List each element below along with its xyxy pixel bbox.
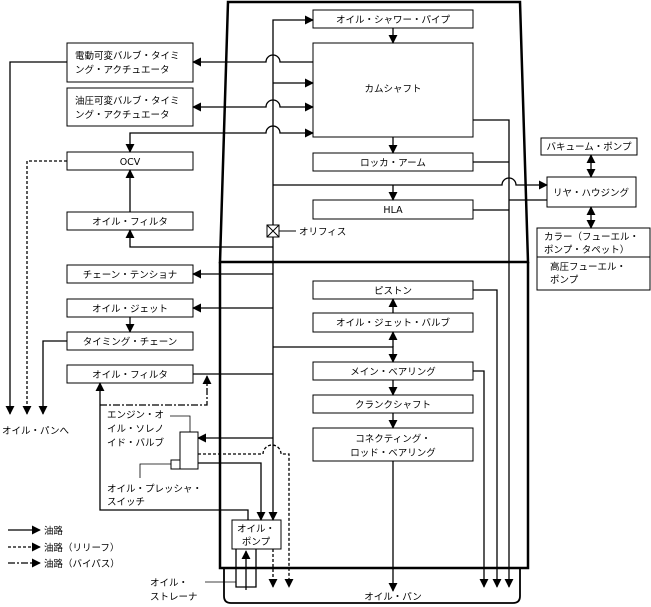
piston-box: ピストン — [312, 280, 474, 300]
oil-filter-upper-box: オイル・フィルタ — [66, 211, 194, 231]
svg-text:ング・アクチュエータ: ング・アクチュエータ — [75, 64, 170, 76]
svg-text:ポンプ: ポンプ — [550, 275, 579, 286]
svg-text:クランクシャフト: クランクシャフト — [355, 400, 431, 411]
crankshaft-box: クランクシャフト — [312, 394, 474, 414]
svg-text:オイル・シャワー・パイプ: オイル・シャワー・パイプ — [336, 15, 451, 26]
electric-vvt-box: 電動可変バルブ・タイミング・アクチュエータ — [66, 42, 194, 83]
svg-text:チェーン・テンショナ: チェーン・テンショナ — [83, 270, 178, 281]
rear-housing-box: リヤ・ハウジング — [546, 176, 637, 208]
svg-text:エンジン・オ: エンジン・オ — [107, 410, 164, 421]
timing-chain-box: タイミング・チェーン — [66, 331, 194, 351]
oil-filter-lower-box: オイル・フィルタ — [66, 364, 194, 384]
legend: 油路 油路（リリーフ） 油路（バイパス） — [8, 525, 120, 570]
svg-text:リヤ・ハウジング: リヤ・ハウジング — [553, 187, 630, 199]
svg-text:油路（リリーフ）: 油路（リリーフ） — [44, 542, 119, 554]
svg-text:メイン・ベアリング: メイン・ベアリング — [350, 366, 436, 378]
svg-text:オイル・ジェット・バルブ: オイル・ジェット・バルブ — [336, 317, 451, 329]
svg-text:オイル・ジェット: オイル・ジェット — [92, 304, 168, 315]
svg-text:オイル・: オイル・ — [237, 524, 275, 535]
orifice-label: オリフィス — [299, 227, 346, 238]
svg-text:オイル・プレッシャ・: オイル・プレッシャ・ — [107, 484, 202, 495]
main-bearing-box: メイン・ベアリング — [312, 361, 474, 381]
svg-text:油路（バイパス）: 油路（バイパス） — [44, 558, 120, 570]
oil-shower-pipe-box: オイル・シャワー・パイプ — [312, 9, 474, 29]
rocker-arm-box: ロッカ・アーム — [312, 152, 474, 172]
vacuum-pump-box: バキューム・ポンプ — [540, 137, 638, 156]
hla-box: HLA — [312, 199, 474, 220]
to-oil-pan-label: オイル・パンへ — [2, 426, 69, 437]
solenoid-valve-icon — [139, 415, 199, 478]
svg-text:スイッチ: スイッチ — [107, 497, 145, 508]
svg-text:ロッド・ベアリング: ロッド・ベアリング — [350, 447, 436, 459]
oil-pan-label: オイル・パン — [364, 592, 421, 603]
svg-text:ポンプ: ポンプ — [242, 537, 271, 548]
oil-jet-valve-box: オイル・ジェット・バルブ — [312, 312, 474, 333]
orifice-icon — [266, 224, 296, 238]
svg-text:バキューム・ポンプ: バキューム・ポンプ — [547, 142, 632, 153]
cylinder-head-frame — [218, 0, 530, 264]
hydraulic-vvt-box: 油圧可変バルブ・タイミング・アクチュエータ — [66, 87, 194, 127]
oil-pan-frame — [223, 568, 521, 604]
collar-hp-fuel-pump-box: カラー（フューエル・ポンプ・タペット） 高圧フューエル・ポンプ — [536, 227, 651, 291]
svg-text:オイル・フィルタ: オイル・フィルタ — [92, 217, 168, 228]
svg-text:ポンプ・タペット）: ポンプ・タペット） — [544, 244, 629, 256]
svg-text:オイル・: オイル・ — [150, 578, 188, 589]
svg-text:イル・ソレノ: イル・ソレノ — [107, 424, 164, 435]
svg-text:イド・バルブ: イド・バルブ — [107, 437, 165, 449]
svg-text:オイル・フィルタ: オイル・フィルタ — [92, 370, 168, 381]
ocv-box: OCV — [66, 151, 194, 171]
oil-jet-box: オイル・ジェット — [66, 298, 194, 318]
svg-text:ピストン: ピストン — [374, 286, 412, 297]
camshaft-box: カムシャフト — [312, 42, 474, 138]
svg-text:カラー（フューエル・: カラー（フューエル・ — [544, 231, 639, 243]
svg-text:ロッカ・アーム: ロッカ・アーム — [360, 158, 426, 169]
oil-pump-box: オイル・ポンプ — [231, 519, 282, 550]
cylinder-block-frame — [218, 262, 530, 570]
svg-text:油圧可変バルブ・タイミ: 油圧可変バルブ・タイミ — [75, 95, 180, 107]
strainer-label: オイル・ ストレーナ — [150, 578, 236, 603]
svg-text:電動可変バルブ・タイミ: 電動可変バルブ・タイミ — [75, 50, 180, 62]
svg-text:油路: 油路 — [44, 525, 64, 537]
conrod-bearing-box: コネクティング・ロッド・ベアリング — [312, 427, 474, 462]
svg-text:タイミング・チェーン: タイミング・チェーン — [83, 336, 178, 348]
pressure-switch-label: オイル・プレッシャ・ スイッチ — [107, 484, 202, 508]
solenoid-valve-label: エンジン・オ イル・ソレノ イド・バルブ — [107, 410, 165, 449]
oil-lines — [5, 15, 596, 592]
svg-text:高圧フューエル・: 高圧フューエル・ — [550, 261, 626, 273]
svg-text:コネクティング・: コネクティング・ — [355, 433, 430, 445]
svg-text:ストレーナ: ストレーナ — [150, 592, 198, 603]
svg-text:OCV: OCV — [120, 157, 141, 168]
svg-text:カムシャフト: カムシャフト — [364, 84, 421, 95]
svg-text:ング・アクチュエータ: ング・アクチュエータ — [75, 109, 170, 121]
svg-text:HLA: HLA — [383, 205, 403, 216]
chain-tensioner-box: チェーン・テンショナ — [66, 264, 194, 284]
